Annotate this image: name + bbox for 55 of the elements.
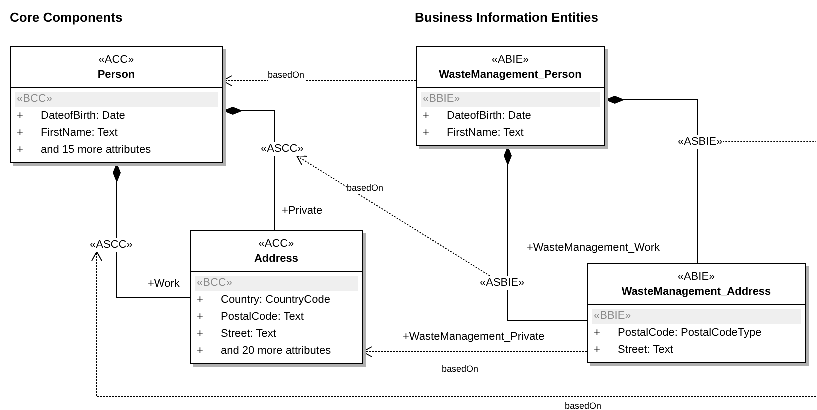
edge-label: basedOn <box>347 182 384 194</box>
attribute-text: DateofBirth: Date <box>41 109 126 124</box>
section-heading: Business Information Entities <box>415 10 598 25</box>
visibility-marker: + <box>197 293 204 308</box>
attribute-text: PostalCode: PostalCodeType <box>618 326 762 341</box>
role-name: +WasteManagement_Private <box>403 331 545 343</box>
edge-label: basedOn <box>565 400 602 410</box>
attribute-text: and 20 more attributes <box>221 344 332 359</box>
attribute-text: Street: Text <box>618 343 674 358</box>
class-box <box>587 263 806 363</box>
visibility-marker: + <box>17 109 24 124</box>
visibility-marker: + <box>423 126 430 141</box>
stereotype-label: «ASCC» <box>261 142 304 156</box>
attribute-text: DateofBirth: Date <box>447 109 532 124</box>
attribute-text: PostalCode: Text <box>221 310 304 325</box>
association-line <box>274 156 276 230</box>
association-line <box>116 252 190 298</box>
stereotype-text: «ACC» <box>258 237 296 252</box>
attribute-text: Street: Text <box>221 327 276 342</box>
visibility-marker: + <box>594 326 602 341</box>
class-box <box>416 46 605 146</box>
stereotype-text: «ABIE» <box>676 270 716 285</box>
role-name: +Private <box>282 205 323 217</box>
class-name: WasteManagement_Address <box>620 285 772 300</box>
stereotype-label: «ASCC» <box>90 238 133 252</box>
visibility-marker: + <box>17 126 24 141</box>
role-name: +Work <box>148 278 180 290</box>
attribute-text: FirstName: Text <box>41 126 118 141</box>
attribute-text: FirstName: Text <box>447 126 524 141</box>
compartment-stereotype: «BCC» <box>195 276 358 291</box>
association-line <box>508 290 588 322</box>
edge-label: basedOn <box>442 363 479 375</box>
section-heading: Core Components <box>10 10 123 25</box>
visibility-marker: + <box>594 343 602 358</box>
compartment-stereotype: «BBIE» <box>421 92 600 107</box>
visibility-marker: + <box>423 109 430 124</box>
dependency-arrow <box>92 252 816 398</box>
visibility-marker: + <box>197 310 204 325</box>
attribute-text: and 15 more attributes <box>41 143 152 158</box>
visibility-marker: + <box>197 344 204 359</box>
class-name: Person <box>96 68 136 83</box>
class-box <box>10 46 223 163</box>
role-name: +WasteManagement_Work <box>527 242 660 254</box>
edge-label: basedOn <box>268 69 305 81</box>
visibility-marker: + <box>197 327 204 342</box>
class-name: WasteManagement_Person <box>438 68 583 83</box>
class-name: Address <box>253 252 300 267</box>
attribute-text: Country: CountryCode <box>221 293 330 308</box>
visibility-marker: + <box>17 143 24 158</box>
compartment-stereotype: «BBIE» <box>592 309 801 324</box>
class-box <box>190 230 363 364</box>
compartment-stereotype: «BCC» <box>15 92 218 107</box>
stereotype-text: «ACC» <box>98 53 136 68</box>
stereotype-text: «ABIE» <box>490 53 530 68</box>
dependency-arrow <box>296 156 490 276</box>
